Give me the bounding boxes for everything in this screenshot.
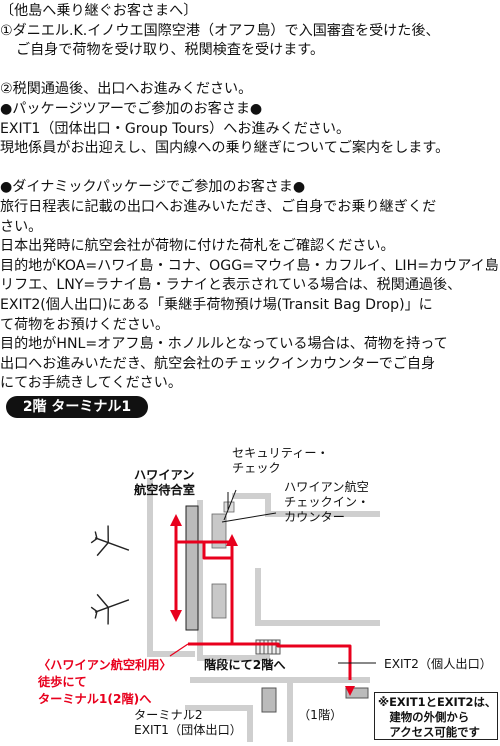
text-line: 出口へお進みいただき、航空会社のチェックインカウンターでご自身 xyxy=(0,355,436,372)
text-line: さい。 xyxy=(0,218,43,235)
text-line: ご自身で荷物を受け取り、税関検査を受けます。 xyxy=(16,42,325,59)
walk-note: 〈ハワイアン航空利用〉 徒歩にて ターミナル1(2階)へ xyxy=(38,658,172,706)
text-line: リフエ、LNY=ラナイ島・ラナイと表示されている場合は、税関通過後、 xyxy=(0,277,462,294)
counter-leader-line xyxy=(223,489,237,521)
text-line: 〔他島へ乗り継ぐお客さまへ〕 xyxy=(0,3,198,19)
text-line: ●ダイナミックパッケージでご参加のお客さま● xyxy=(0,179,306,196)
section-title: 2階 ターミナル1 xyxy=(6,396,148,418)
text-line: 目的地がHNL=オアフ島・ホノルルとなっている場合は、荷物を持って xyxy=(0,336,448,353)
text-line: ①ダニエル.K.イノウエ国際空港（オアフ島）で入国審査を受けた後、 xyxy=(0,22,440,39)
waiting-room-label: ハワイアン 航空待合室 xyxy=(134,468,195,497)
waiting-room-wall xyxy=(185,505,199,631)
text-line: 目的地がKOA=ハワイ島・コナ、OGG=マウイ島・カフルイ、LIH=カウアイ島・ xyxy=(0,257,500,274)
text-line: 現地係員がお出迎えし、国内線への乗り継ぎについてご案内をします。 xyxy=(0,140,450,157)
route-arrow-icon xyxy=(174,522,352,680)
text-line: EXIT2(個人出口)にある「乗継手荷物預け場(Transit Bag Drop… xyxy=(0,296,433,313)
building-outline xyxy=(147,478,380,742)
security-gate-1 xyxy=(211,513,227,549)
terminal2-label: ターミナル2 EXIT1（団体出口） xyxy=(134,708,242,737)
blank-line xyxy=(0,61,500,81)
checkin-label: ハワイアン航空 チェックイン・ カウンター xyxy=(284,480,370,524)
security-gate-2 xyxy=(211,583,227,619)
airplane-icon xyxy=(90,593,130,625)
floor1-label: （1階） xyxy=(298,708,343,722)
terminal-map-graphic xyxy=(90,478,380,742)
text-line: にてお手続きしてください。 xyxy=(0,375,182,392)
text-line: EXIT1（団体出口・Group Tours）へお進みください。 xyxy=(0,120,351,137)
exit2-label: EXIT2（個人出口） xyxy=(384,657,492,671)
access-note: ※EXIT1とEXIT2は、 建物の外側から アクセス可能です xyxy=(374,692,498,740)
checkin-leader-line xyxy=(221,512,277,523)
text-line: ●パッケージツアーでご参加のお客さま● xyxy=(0,100,263,117)
exit2-door xyxy=(345,687,369,699)
text-line: て荷物をお預けください。 xyxy=(0,316,170,333)
stairs-label: 階段にて2階へ xyxy=(204,658,286,672)
stairs xyxy=(255,639,281,655)
instructions-text: 〔他島へ乗り継ぐお客さまへ〕 ①ダニエル.K.イノウエ国際空港（オアフ島）で入国審… xyxy=(0,2,500,394)
text-line: 旅行日程表に記載の出口へお進みいただき、ご自身でお乗り継ぎくだ xyxy=(0,198,437,215)
walk-leader-line xyxy=(169,643,189,657)
route-arrowheads xyxy=(170,514,355,696)
text-line: ②税関通過後、出口へお進みください。 xyxy=(0,81,253,98)
text-line: 日本出発時に航空会社が荷物に付けた荷札をご確認ください。 xyxy=(0,238,395,255)
security-label: セキュリティー・ チェック xyxy=(232,446,329,475)
airplane-icon xyxy=(90,525,130,557)
blank-line xyxy=(0,159,500,179)
terminal-map: セキュリティー・ チェック ハワイアン 航空待合室 ハワイアン航空 チェックイン… xyxy=(0,418,500,742)
terminal2-block xyxy=(261,687,277,713)
